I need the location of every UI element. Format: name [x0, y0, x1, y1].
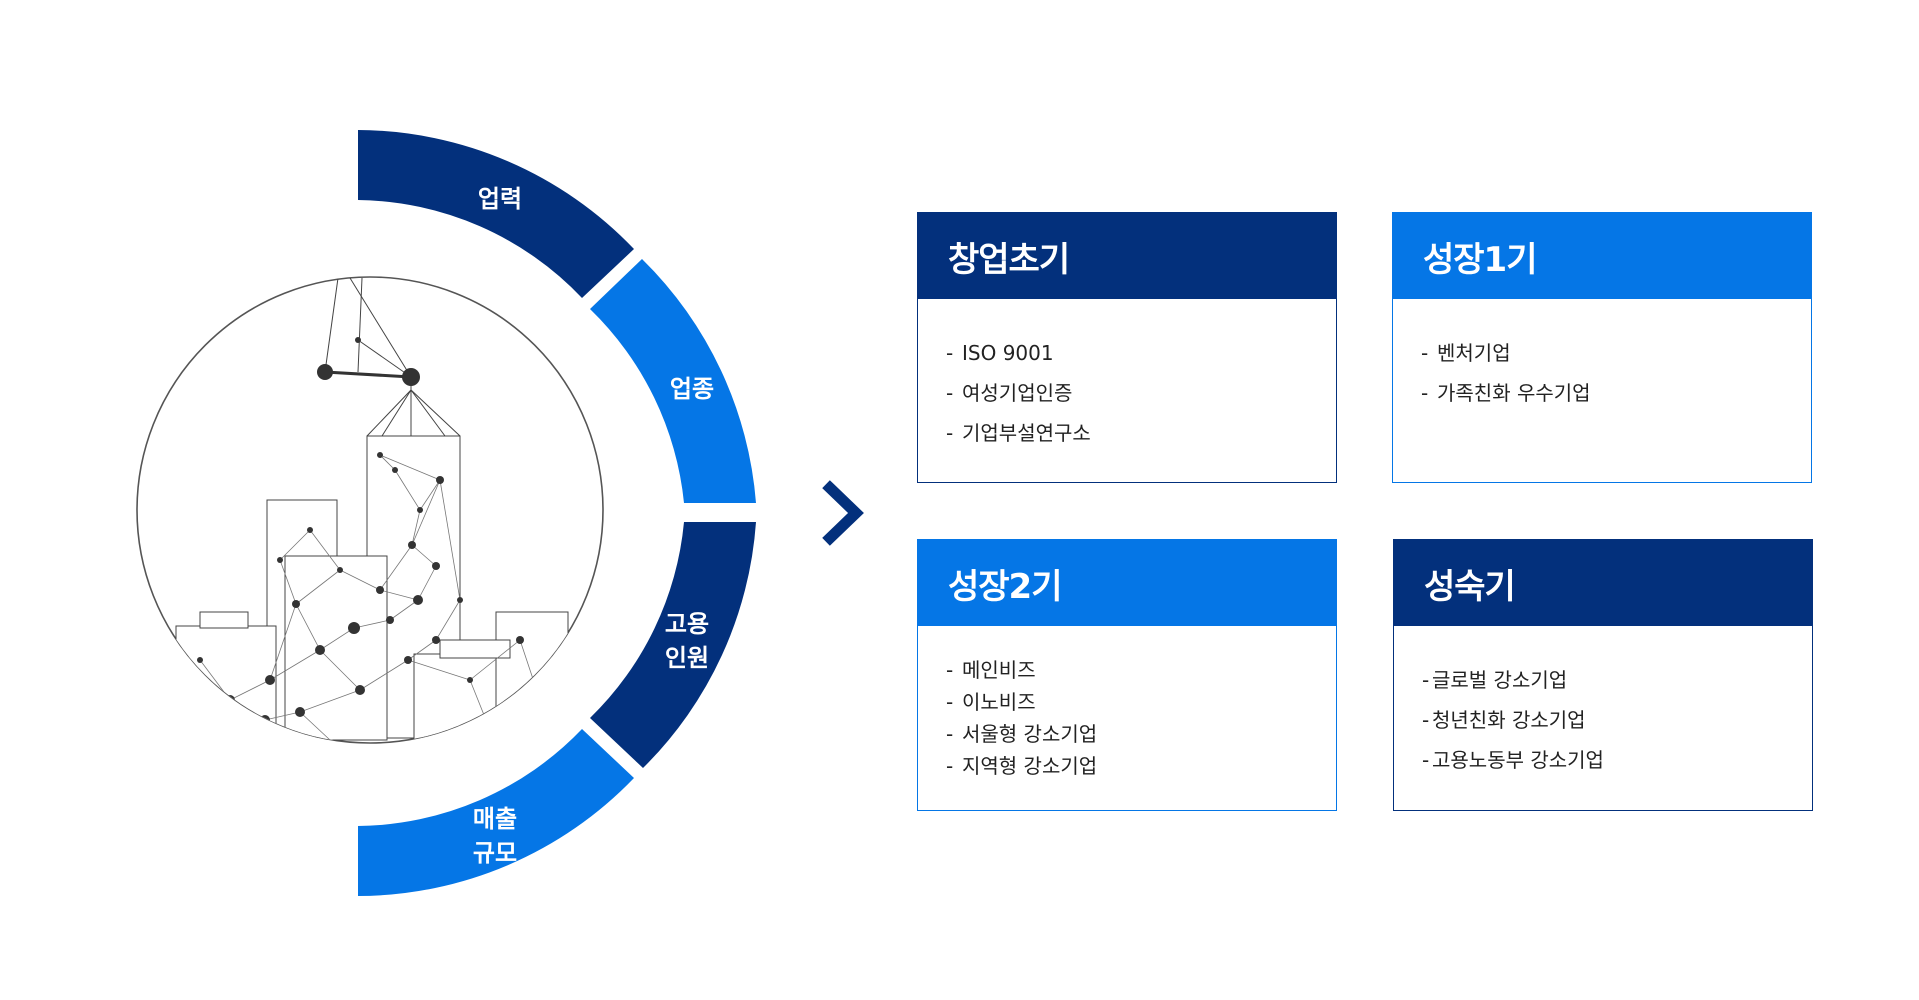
list-item-text: 청년친화 강소기업 [1432, 708, 1586, 732]
list-item-text: 서울형 강소기업 [962, 722, 1098, 746]
list-item: -벤처기업 [1421, 333, 1811, 373]
chevron-right-icon [822, 480, 864, 546]
list-item-text: 메인비즈 [962, 658, 1036, 682]
list-item: -메인비즈 [946, 654, 1336, 686]
list-item: -청년친화 강소기업 [1422, 700, 1812, 740]
list-item: -지역형 강소기업 [946, 750, 1336, 782]
card-startup-title: 창업초기 [918, 213, 1336, 299]
segment-revenue [358, 729, 634, 896]
card-growth1-list: -벤처기업 -가족친화 우수기업 [1393, 299, 1811, 413]
card-startup-list: -ISO 9001 -여성기업인증 -기업부설연구소 [918, 299, 1336, 453]
list-item-text: 고용노동부 강소기업 [1432, 748, 1604, 772]
segment-output-label: 업력 [478, 185, 522, 213]
segment-revenue-label-2: 규모 [473, 839, 517, 867]
card-growth1: 성장1기 -벤처기업 -가족친화 우수기업 [1392, 212, 1812, 483]
card-growth2-list: -메인비즈 -이노비즈 -서울형 강소기업 -지역형 강소기업 [918, 626, 1336, 782]
card-growth2: 성장2기 -메인비즈 -이노비즈 -서울형 강소기업 -지역형 강소기업 [917, 539, 1337, 811]
list-item-text: ISO 9001 [962, 341, 1054, 365]
list-item: -서울형 강소기업 [946, 718, 1336, 750]
list-item: -여성기업인증 [946, 373, 1336, 413]
list-item-text: 여성기업인증 [962, 381, 1073, 405]
list-item-text: 글로벌 강소기업 [1432, 668, 1568, 692]
card-mature-list: -글로벌 강소기업 -청년친화 강소기업 -고용노동부 강소기업 [1394, 626, 1812, 780]
list-item-text: 가족친화 우수기업 [1437, 381, 1591, 405]
network-city-illustration [136, 276, 604, 744]
list-item: -ISO 9001 [946, 333, 1336, 373]
card-growth1-title: 성장1기 [1393, 213, 1811, 299]
segment-employment-label-2: 인원 [665, 644, 709, 672]
card-startup: 창업초기 -ISO 9001 -여성기업인증 -기업부설연구소 [917, 212, 1337, 483]
list-item: -가족친화 우수기업 [1421, 373, 1811, 413]
card-growth2-title: 성장2기 [918, 540, 1336, 626]
list-item-text: 기업부설연구소 [962, 421, 1091, 445]
list-item-text: 지역형 강소기업 [962, 754, 1098, 778]
segment-output [358, 130, 634, 298]
card-mature: 성숙기 -글로벌 강소기업 -청년친화 강소기업 -고용노동부 강소기업 [1393, 539, 1813, 811]
list-item: -고용노동부 강소기업 [1422, 740, 1812, 780]
card-mature-title: 성숙기 [1394, 540, 1812, 626]
list-item: -기업부설연구소 [946, 413, 1336, 453]
list-item: -글로벌 강소기업 [1422, 660, 1812, 700]
list-item: -이노비즈 [946, 686, 1336, 718]
segment-industry [590, 259, 756, 503]
segment-employment-label-1: 고용 [665, 610, 709, 638]
segment-employment [590, 522, 756, 768]
segment-industry-label: 업종 [670, 375, 714, 403]
list-item-text: 이노비즈 [962, 690, 1036, 714]
ring-segments: 업력 업종 고용 인원 매출 규모 [358, 130, 756, 896]
segment-revenue-label-1: 매출 [473, 805, 517, 833]
list-item-text: 벤처기업 [1437, 341, 1511, 365]
